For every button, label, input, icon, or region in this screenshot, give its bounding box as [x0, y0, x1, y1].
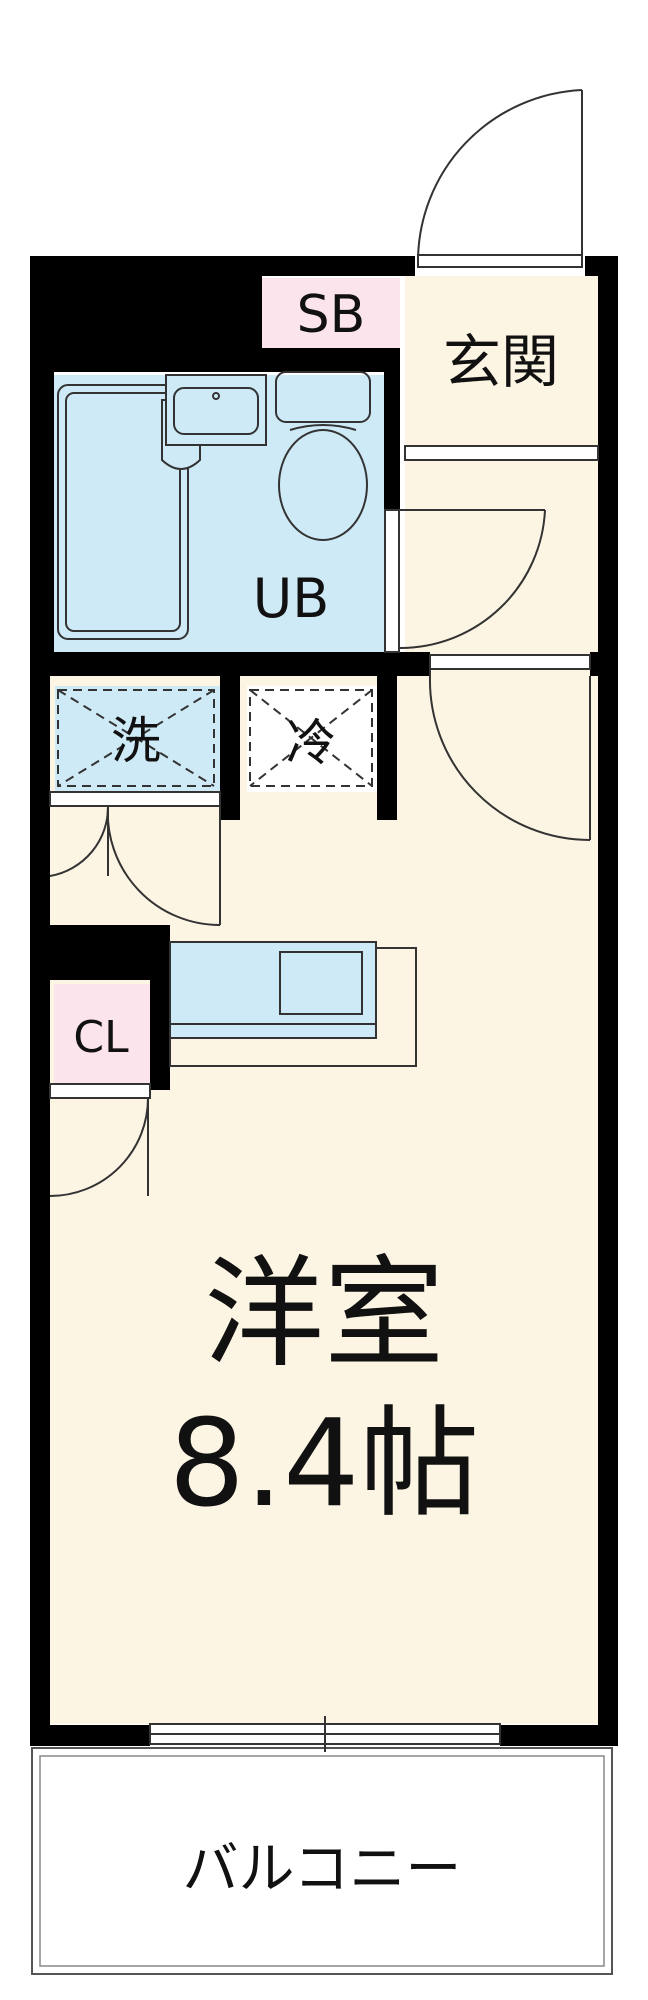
balcony-label: バルコニー — [183, 1837, 462, 1902]
wash-label: 洗 — [111, 712, 161, 770]
ub-fixtures — [57, 371, 371, 640]
sb-floor — [262, 278, 400, 348]
cl-floor — [54, 984, 150, 1084]
floor-fills — [50, 276, 598, 1724]
laundry-aisle-floor — [50, 820, 220, 930]
appliance-spaces — [57, 689, 373, 787]
closet-door — [49, 1097, 149, 1197]
balcony-area — [31, 1747, 613, 1975]
corridor-floor — [405, 446, 598, 672]
fridge-label: 冷 — [286, 714, 336, 772]
room-door — [428, 669, 591, 841]
ub-door — [399, 509, 546, 650]
sb-label: SB — [297, 285, 366, 345]
genkan-label: 玄関 — [443, 328, 559, 396]
entrance-door — [416, 89, 583, 268]
walls — [30, 256, 618, 1746]
main-room-label: 洋室 — [204, 1245, 444, 1384]
ub-label: UB — [253, 567, 330, 630]
partitions — [49, 445, 599, 1099]
main-room-size: 8.4帖 — [169, 1395, 480, 1534]
laundry-door — [49, 805, 221, 927]
cl-label: CL — [73, 1012, 129, 1063]
kitchen-counter — [169, 941, 417, 1067]
genkan-floor — [405, 276, 598, 446]
balcony-window — [149, 1716, 501, 1752]
